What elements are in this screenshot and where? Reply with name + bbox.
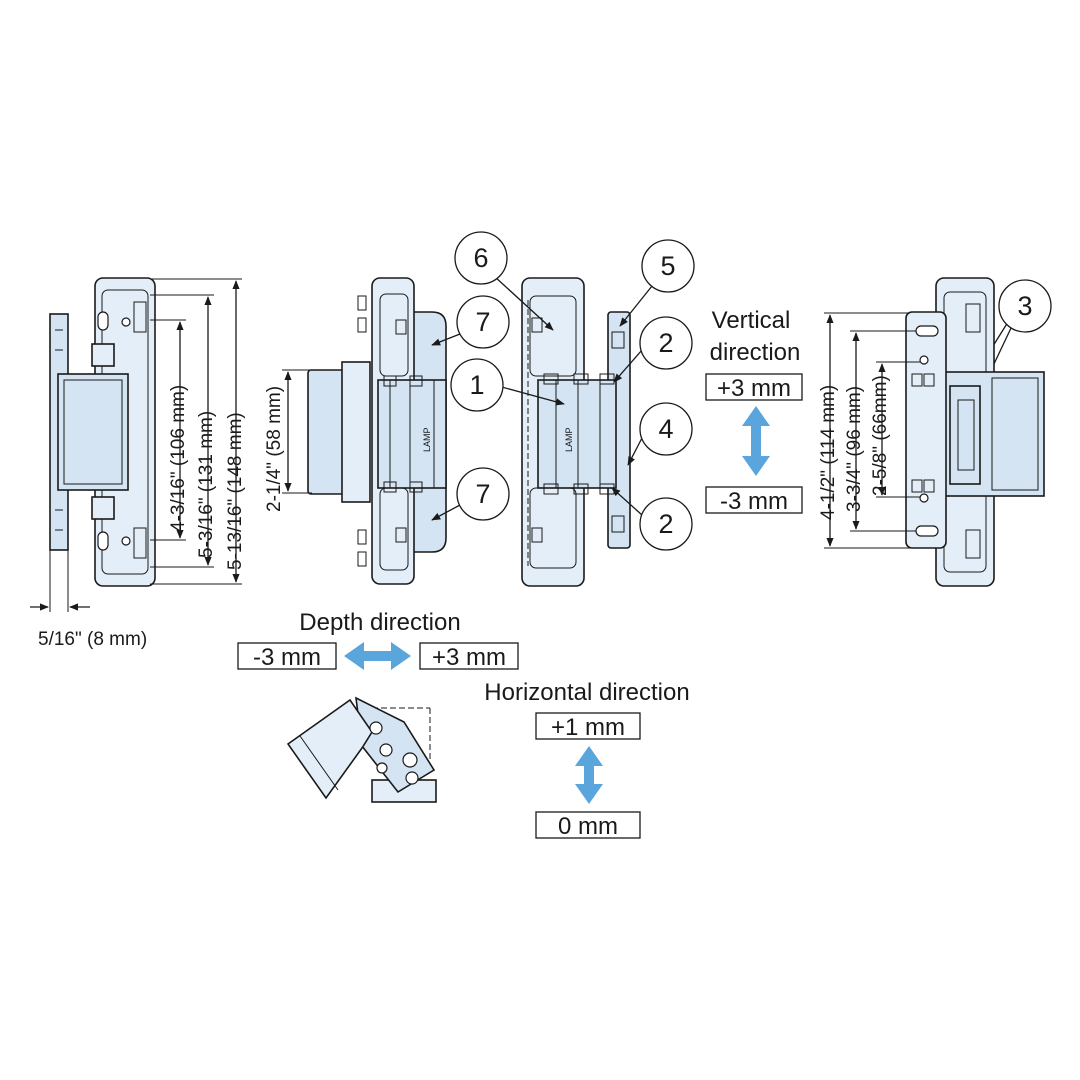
dim-131mm: 5-3/16" (131 mm) [196,411,217,558]
callout-2-top: 2 [639,316,693,370]
depth-minus-box: -3 mm [237,642,337,671]
svg-text:4: 4 [658,414,673,444]
vertical-title-line2: direction [710,339,801,366]
center-dimension-lines [282,369,312,494]
dim-58mm: 2-1/4" (58 mm) [264,386,285,512]
hinge-front-view-assembled [307,277,447,585]
svg-text:1: 1 [469,370,484,400]
horizontal-title: Horizontal direction [484,679,689,706]
callout-4: 4 [639,402,693,456]
right-dimension-lines [824,312,920,549]
depth-title: Depth direction [299,609,460,636]
dim-106mm: 4-3/16" (106 mm) [168,385,189,532]
brand-mark-right: LAMP [564,427,574,452]
callout-5: 5 [641,239,695,293]
vertical-double-arrow [742,406,770,476]
dim-66mm: 2-5/8" (66mm) [870,375,891,496]
depth-double-arrow [344,642,411,670]
svg-text:-3 mm: -3 mm [253,644,321,671]
callout-3: 3 [998,279,1052,333]
hinge-front-view-mechanism [521,277,631,587]
callout-1: 1 [450,358,504,412]
svg-text:3: 3 [1017,291,1032,321]
hinge-right-view [905,277,1045,587]
svg-text:7: 7 [475,307,490,337]
dim-114mm: 4-1/2" (114 mm) [818,385,839,520]
hinge-side-view [49,277,156,587]
left-dimension-lines [30,278,242,612]
vertical-minus-box: -3 mm [705,486,803,515]
svg-text:+3 mm: +3 mm [432,644,506,671]
svg-text:+1 mm: +1 mm [551,714,625,741]
dim-depth-8mm: 5/16" (8 mm) [38,629,147,650]
brand-mark-left: LAMP [422,427,432,452]
svg-text:2: 2 [658,328,673,358]
dim-148mm: 5-13/16" (148 mm) [225,412,246,570]
callout-2-bottom: 2 [639,497,693,551]
svg-text:2: 2 [658,509,673,539]
hinge-top-view [286,696,437,803]
callout-7-bottom: 7 [456,467,510,521]
vertical-title-line1: Vertical [712,307,791,334]
depth-plus-box: +3 mm [419,642,519,671]
svg-text:6: 6 [473,243,488,273]
svg-text:7: 7 [475,479,490,509]
vertical-plus-box: +3 mm [705,373,803,402]
dim-96mm: 3-3/4" (96 mm) [844,386,865,512]
svg-text:5: 5 [660,251,675,281]
svg-text:+3 mm: +3 mm [717,375,791,402]
horizontal-zero-box: 0 mm [535,811,641,840]
horizontal-double-arrow [575,746,603,804]
callout-7-top: 7 [456,295,510,349]
svg-text:-3 mm: -3 mm [720,488,788,515]
callout-6: 6 [454,231,508,285]
svg-text:0 mm: 0 mm [558,813,618,840]
horizontal-plus-box: +1 mm [535,712,641,741]
